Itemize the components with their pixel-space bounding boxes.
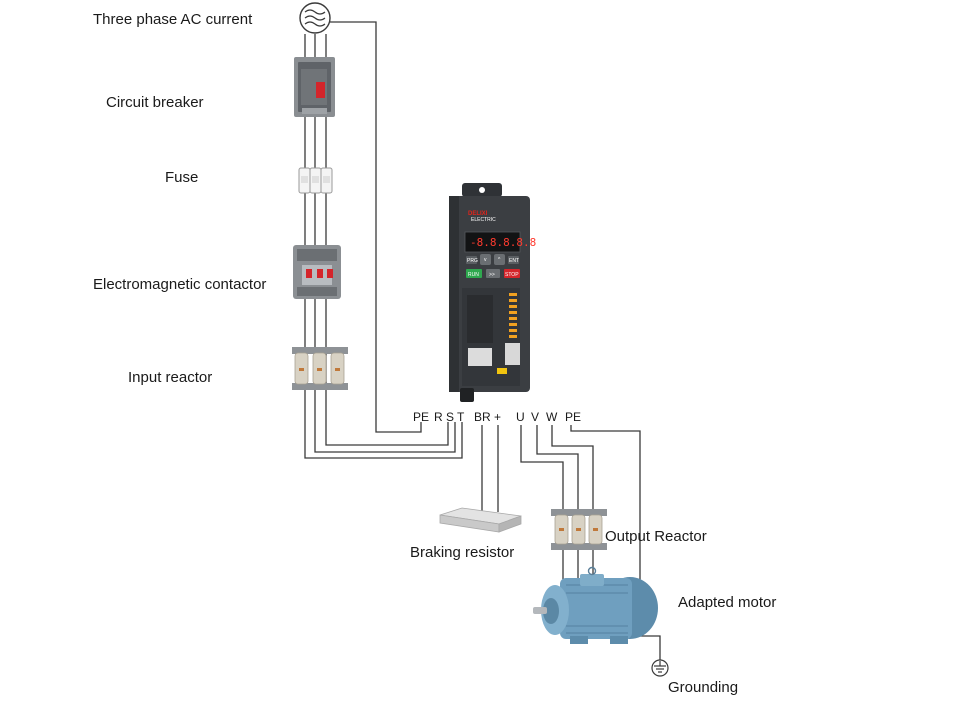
wire-phase-t	[325, 34, 449, 446]
run-key-label: RUN	[468, 272, 479, 278]
terminal-u: U	[516, 410, 525, 424]
terminal-pe-out: PE	[565, 410, 581, 424]
terminal-plus: +	[494, 410, 501, 424]
ent-key-label: ENT	[509, 258, 519, 264]
prg-key[interactable]	[466, 256, 477, 264]
up-key[interactable]	[494, 254, 505, 265]
shift-key-label: >>	[489, 272, 495, 278]
label-ac-source: Three phase AC current	[93, 11, 253, 28]
contactor-icon	[293, 245, 341, 299]
wires	[304, 21, 661, 660]
prg-key-label: PRG	[467, 258, 478, 264]
wire-grounding	[632, 635, 661, 660]
output-reactor-icon	[551, 509, 607, 550]
control-terminal-strip	[509, 293, 517, 338]
stop-key-label: STOP	[505, 272, 519, 278]
down-key[interactable]	[480, 254, 491, 265]
ent-key[interactable]	[508, 256, 519, 264]
wire-phase-s	[314, 34, 456, 453]
label-output-reactor: Output Reactor	[605, 528, 707, 545]
terminal-v: V	[531, 410, 539, 424]
run-key[interactable]	[466, 269, 482, 278]
braking-resistor-icon	[439, 507, 522, 533]
input-reactor-icon	[292, 347, 348, 390]
label-grounding: Grounding	[668, 679, 738, 696]
drive-brand-sub: ELECTRIC	[471, 217, 496, 223]
ac-source-icon	[299, 2, 331, 34]
terminal-t: T	[457, 410, 465, 424]
label-contactor: Electromagnetic contactor	[93, 276, 266, 293]
terminal-s: S	[446, 410, 454, 424]
terminal-pe-in: PE	[413, 410, 429, 424]
wire-u	[520, 425, 564, 510]
label-fuse: Fuse	[165, 169, 198, 186]
wire-w	[551, 425, 594, 510]
label-motor: Adapted motor	[678, 594, 776, 611]
wire-pe-input	[330, 21, 422, 433]
terminal-r: R	[434, 410, 443, 424]
terminal-labels: PE R S T BR + U V W PE	[413, 410, 581, 424]
drive-brand: DELIXI	[468, 211, 488, 217]
fuse-icon	[298, 167, 333, 194]
motor-icon	[533, 566, 658, 644]
drive-display: -8.8.8.8.8	[470, 236, 536, 249]
stop-key[interactable]	[504, 269, 520, 278]
down-key-label: v	[484, 257, 487, 263]
terminal-br: BR	[474, 410, 491, 424]
up-key-label: ^	[498, 257, 501, 263]
label-input-reactor: Input reactor	[128, 369, 212, 386]
component-labels: Three phase AC current Circuit breaker F…	[93, 11, 776, 696]
wire-v	[536, 425, 579, 510]
label-braking-resistor: Braking resistor	[410, 544, 514, 561]
frequency-inverter: DELIXI ELECTRIC -8.8.8.8.8 PRG v ^ ENT R…	[449, 183, 536, 402]
ground-icon	[651, 659, 669, 677]
wire-pe-output	[570, 425, 641, 582]
label-breaker: Circuit breaker	[106, 94, 204, 111]
terminal-w: W	[546, 410, 558, 424]
circuit-breaker-icon	[294, 57, 335, 117]
shift-key[interactable]	[486, 269, 500, 278]
